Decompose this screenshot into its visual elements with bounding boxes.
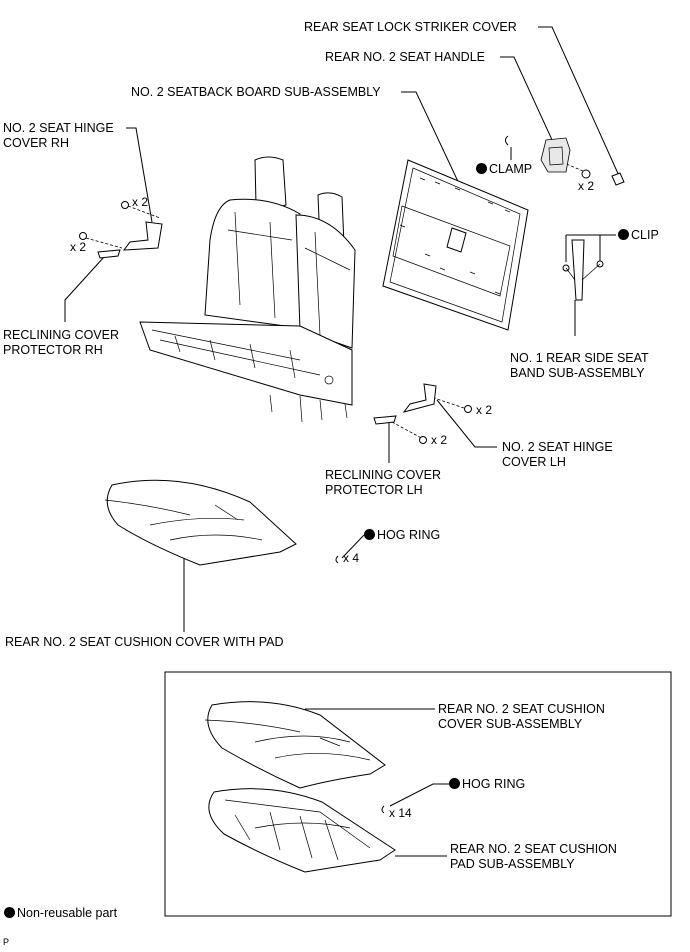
hinge-cover-rh-part bbox=[79, 201, 163, 259]
label-hinge-cover-lh-line2: COVER LH bbox=[502, 455, 566, 469]
non-reusable-dot-icon bbox=[476, 163, 487, 174]
hog-ring-1-text: HOG RING bbox=[377, 528, 441, 542]
label-reclining-lh-line2: PROTECTOR LH bbox=[325, 483, 423, 497]
label-clamp: CLAMP bbox=[476, 162, 532, 177]
label-hog-ring-1: HOG RING bbox=[364, 528, 440, 543]
clip-text: CLIP bbox=[631, 228, 659, 242]
cushion-cover-sub-part bbox=[204, 701, 386, 789]
label-cushion-pad-sub-line2: PAD SUB-ASSEMBLY bbox=[450, 857, 575, 871]
corner-code: P bbox=[3, 937, 10, 947]
seatback-board-part bbox=[382, 159, 529, 331]
label-cushion-cover-sub-line2: COVER SUB-ASSEMBLY bbox=[438, 717, 583, 731]
non-reusable-dot-icon bbox=[4, 907, 15, 918]
qty-rh-screw-lower: x 2 bbox=[70, 240, 87, 254]
qty-lh-screw-lower: x 2 bbox=[431, 433, 448, 447]
legend-non-reusable: Non-reusable part bbox=[4, 906, 117, 921]
label-hinge-cover-rh-line1: NO. 2 SEAT HINGE bbox=[3, 121, 114, 135]
label-reclining-rh-line2: PROTECTOR RH bbox=[3, 343, 103, 357]
detail-box bbox=[164, 671, 672, 917]
label-seat-handle: REAR NO. 2 SEAT HANDLE bbox=[325, 50, 485, 64]
label-cushion-cover-sub-line1: REAR NO. 2 SEAT CUSHION bbox=[438, 702, 605, 716]
hinge-cover-lh-part bbox=[373, 383, 472, 444]
label-band-line2: BAND SUB-ASSEMBLY bbox=[510, 366, 645, 380]
legend-text: Non-reusable part bbox=[17, 906, 118, 920]
cushion-pad-sub-part bbox=[208, 788, 396, 873]
label-reclining-rh-line1: RECLINING COVER bbox=[3, 328, 119, 342]
qty-hog-ring-1: x 4 bbox=[343, 551, 360, 565]
non-reusable-dot-icon bbox=[618, 229, 629, 240]
non-reusable-dot-icon bbox=[449, 778, 460, 789]
qty-rh-screw-upper: x 2 bbox=[132, 195, 149, 209]
qty-hog-ring-2: x 14 bbox=[389, 806, 412, 820]
hog-ring-2-text: HOG RING bbox=[462, 777, 526, 791]
clip-and-band-part bbox=[562, 239, 604, 301]
label-hinge-cover-lh-line1: NO. 2 SEAT HINGE bbox=[502, 440, 613, 454]
clamp-text: CLAMP bbox=[489, 162, 533, 176]
label-clip: CLIP bbox=[618, 228, 659, 243]
label-cushion-cover-with-pad: REAR NO. 2 SEAT CUSHION COVER WITH PAD bbox=[5, 635, 284, 649]
label-band-line1: NO. 1 REAR SIDE SEAT bbox=[510, 351, 649, 365]
clamp-part bbox=[505, 135, 509, 146]
hog-ring-2-part bbox=[381, 805, 385, 814]
label-seatback-board: NO. 2 SEATBACK BOARD SUB-ASSEMBLY bbox=[131, 85, 381, 99]
qty-handle-screw: x 2 bbox=[578, 179, 595, 193]
striker-cover-part bbox=[611, 172, 625, 186]
label-hinge-cover-rh-line2: COVER RH bbox=[3, 136, 69, 150]
cushion-cover-with-pad-part bbox=[104, 479, 297, 566]
hog-ring-1-part bbox=[335, 555, 339, 564]
non-reusable-dot-icon bbox=[364, 529, 375, 540]
label-hog-ring-2: HOG RING bbox=[449, 777, 525, 792]
seat-handle-part bbox=[540, 137, 591, 179]
label-cushion-pad-sub-line1: REAR NO. 2 SEAT CUSHION bbox=[450, 842, 617, 856]
label-striker-cover: REAR SEAT LOCK STRIKER COVER bbox=[304, 20, 517, 34]
rear-seat-assembly bbox=[139, 156, 356, 423]
qty-lh-screw-upper: x 2 bbox=[476, 403, 493, 417]
label-reclining-lh-line1: RECLINING COVER bbox=[325, 468, 441, 482]
leader-lines bbox=[64, 26, 621, 857]
